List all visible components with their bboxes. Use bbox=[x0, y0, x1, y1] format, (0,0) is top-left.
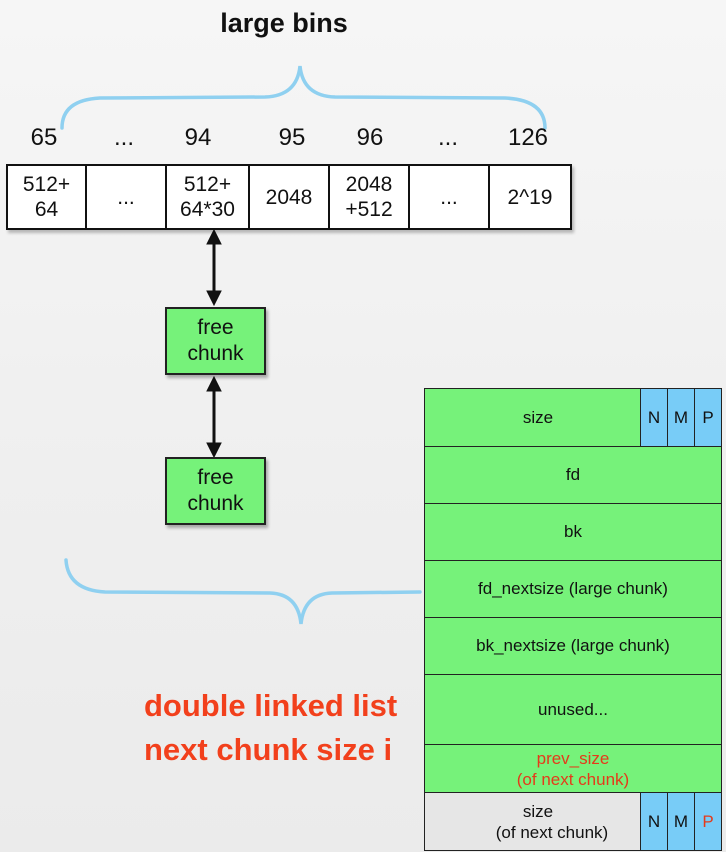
chunk-field-fd-nextsize: fd_nextsize (large chunk) bbox=[425, 561, 721, 618]
flag-m: M bbox=[667, 389, 694, 446]
caption-line-1: double linked list bbox=[144, 688, 398, 723]
bin-index-94: 94 bbox=[184, 124, 212, 151]
bin-index-ellipsis-1: ... bbox=[113, 124, 134, 151]
chunk-field-next-size: size(of next chunk) N M P bbox=[425, 793, 721, 850]
next-flag-group: N M P bbox=[640, 793, 721, 850]
large-bins-array: 512+64 ... 512+64*30 2048 2048+512 ... 2… bbox=[6, 164, 572, 230]
flag-n: N bbox=[640, 389, 667, 446]
chunk-field-bk-nextsize: bk_nextsize (large chunk) bbox=[425, 618, 721, 675]
bin-index-65: 65 bbox=[30, 124, 58, 151]
bin-cell: 512+64 bbox=[8, 166, 87, 228]
flag-p: P bbox=[694, 389, 721, 446]
caption-line-2: next chunk size i bbox=[144, 732, 393, 767]
chunk-structure: size N M P fd bk fd_nextsize (large chun… bbox=[424, 388, 722, 851]
top-brace bbox=[60, 65, 547, 130]
next-flag-n: N bbox=[640, 793, 667, 850]
bin-index-126: 126 bbox=[507, 124, 549, 151]
bin-cell: 512+64*30 bbox=[167, 166, 250, 228]
bin-cell: 2048 bbox=[250, 166, 330, 228]
chunk-field-size: size N M P bbox=[425, 389, 721, 447]
bin-cell: 2048+512 bbox=[330, 166, 410, 228]
chunk-field-unused: unused... bbox=[425, 675, 721, 745]
flag-group: N M P bbox=[640, 389, 721, 446]
arrow-chunk1-to-chunk2 bbox=[206, 375, 222, 459]
bin-cell: ... bbox=[87, 166, 167, 228]
chunk-field-fd: fd bbox=[425, 447, 721, 504]
chunk-field-prev-size: prev_size(of next chunk) bbox=[425, 745, 721, 793]
next-flag-m: M bbox=[667, 793, 694, 850]
bin-index-96: 96 bbox=[356, 124, 384, 151]
chunk-field-bk: bk bbox=[425, 504, 721, 561]
bin-index-95: 95 bbox=[278, 124, 306, 151]
arrow-bin-to-chunk1 bbox=[206, 228, 222, 307]
bin-cell: 2^19 bbox=[507, 185, 553, 209]
bottom-brace bbox=[64, 558, 422, 625]
bin-index-ellipsis-2: ... bbox=[437, 124, 458, 151]
next-flag-p: P bbox=[694, 793, 721, 850]
bin-cell: ... bbox=[410, 166, 490, 228]
diagram-title: large bins bbox=[220, 8, 348, 38]
